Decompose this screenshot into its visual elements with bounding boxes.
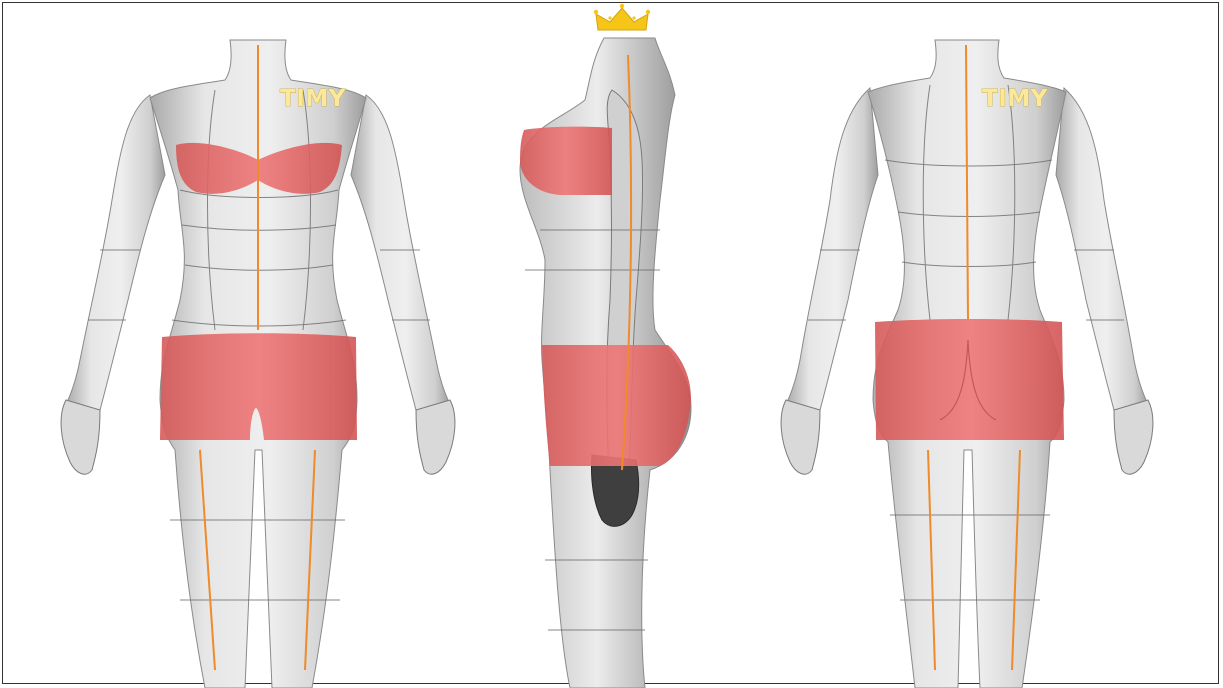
back-hip-zone	[875, 319, 1064, 440]
back-brand-watermark: TIMY	[982, 86, 1048, 112]
side-hip-zone	[542, 345, 691, 466]
back-figure: TIMY	[781, 40, 1153, 688]
crown-icon	[594, 4, 650, 30]
front-figure: TIMY	[61, 40, 455, 688]
side-figure	[520, 4, 691, 688]
side-chest-zone	[520, 127, 612, 195]
brand-watermark: TIMY	[280, 86, 346, 112]
